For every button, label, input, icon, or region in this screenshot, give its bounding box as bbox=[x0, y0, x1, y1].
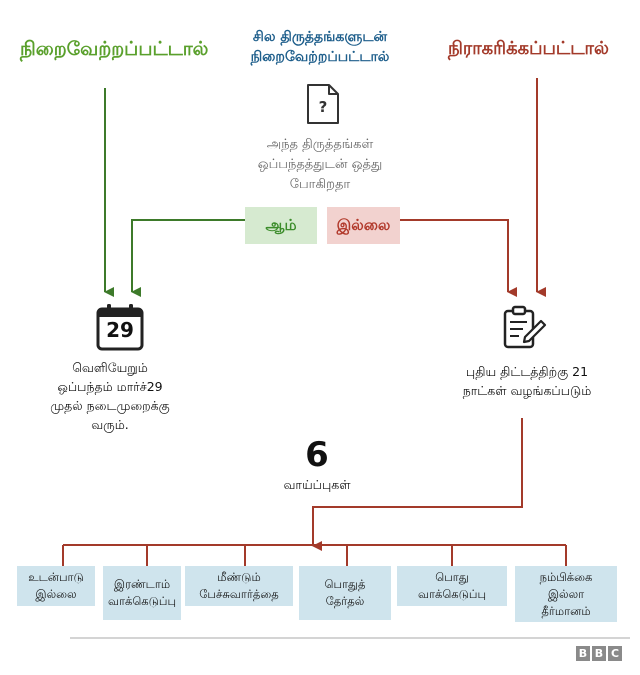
bbc-logo: B B C bbox=[576, 646, 622, 661]
option-renegotiation: மீண்டும்பேச்சுவார்த்தை bbox=[185, 566, 293, 606]
yes-badge: ஆம் bbox=[245, 207, 317, 244]
no-badge: இல்லை bbox=[327, 207, 400, 244]
document-question-icon: ? bbox=[307, 84, 339, 124]
calendar-icon: 29 bbox=[95, 303, 145, 351]
no-arrow bbox=[400, 219, 517, 297]
approved-title: நிறைவேற்றப்பட்டால் bbox=[20, 38, 209, 60]
option-public-vote: பொதுவாக்கெடுப்பு bbox=[397, 566, 507, 606]
svg-text:?: ? bbox=[319, 98, 328, 116]
plan-to-options-arrow bbox=[312, 418, 523, 551]
option-no-confidence: நம்பிக்கைஇல்லாதீர்மானம் bbox=[515, 566, 617, 622]
clipboard-pen-icon bbox=[503, 305, 547, 349]
question-text: அந்த திருத்தங்கள் ஒப்பந்தத்துடன் ஒத்து ப… bbox=[257, 137, 383, 192]
option-general-election: பொதுத்தேர்தல் bbox=[299, 566, 391, 620]
amended-title: சில திருத்தங்களுடன் நிறைவேற்றப்பட்டால் bbox=[250, 29, 390, 65]
rejected-title: நிராகரிக்கப்பட்டால் bbox=[448, 38, 609, 59]
new-plan-text: புதிய திட்டத்திற்கு 21 நாட்கள் வழங்கப்பட… bbox=[462, 364, 592, 398]
yes-arrow bbox=[131, 219, 245, 297]
option-no-deal: உடன்பாடுஇல்லை bbox=[17, 566, 95, 606]
options-label: வாய்ப்புகள் bbox=[283, 477, 351, 492]
exit-text: வெளியேறும் ஒப்பந்தம் மார்ச்29 முதல் நடைம… bbox=[50, 360, 170, 432]
option-second-referendum: இரண்டாம்வாக்கெடுப்பு bbox=[103, 566, 181, 620]
calendar-day: 29 bbox=[106, 318, 134, 342]
options-count: 6 bbox=[305, 435, 329, 475]
